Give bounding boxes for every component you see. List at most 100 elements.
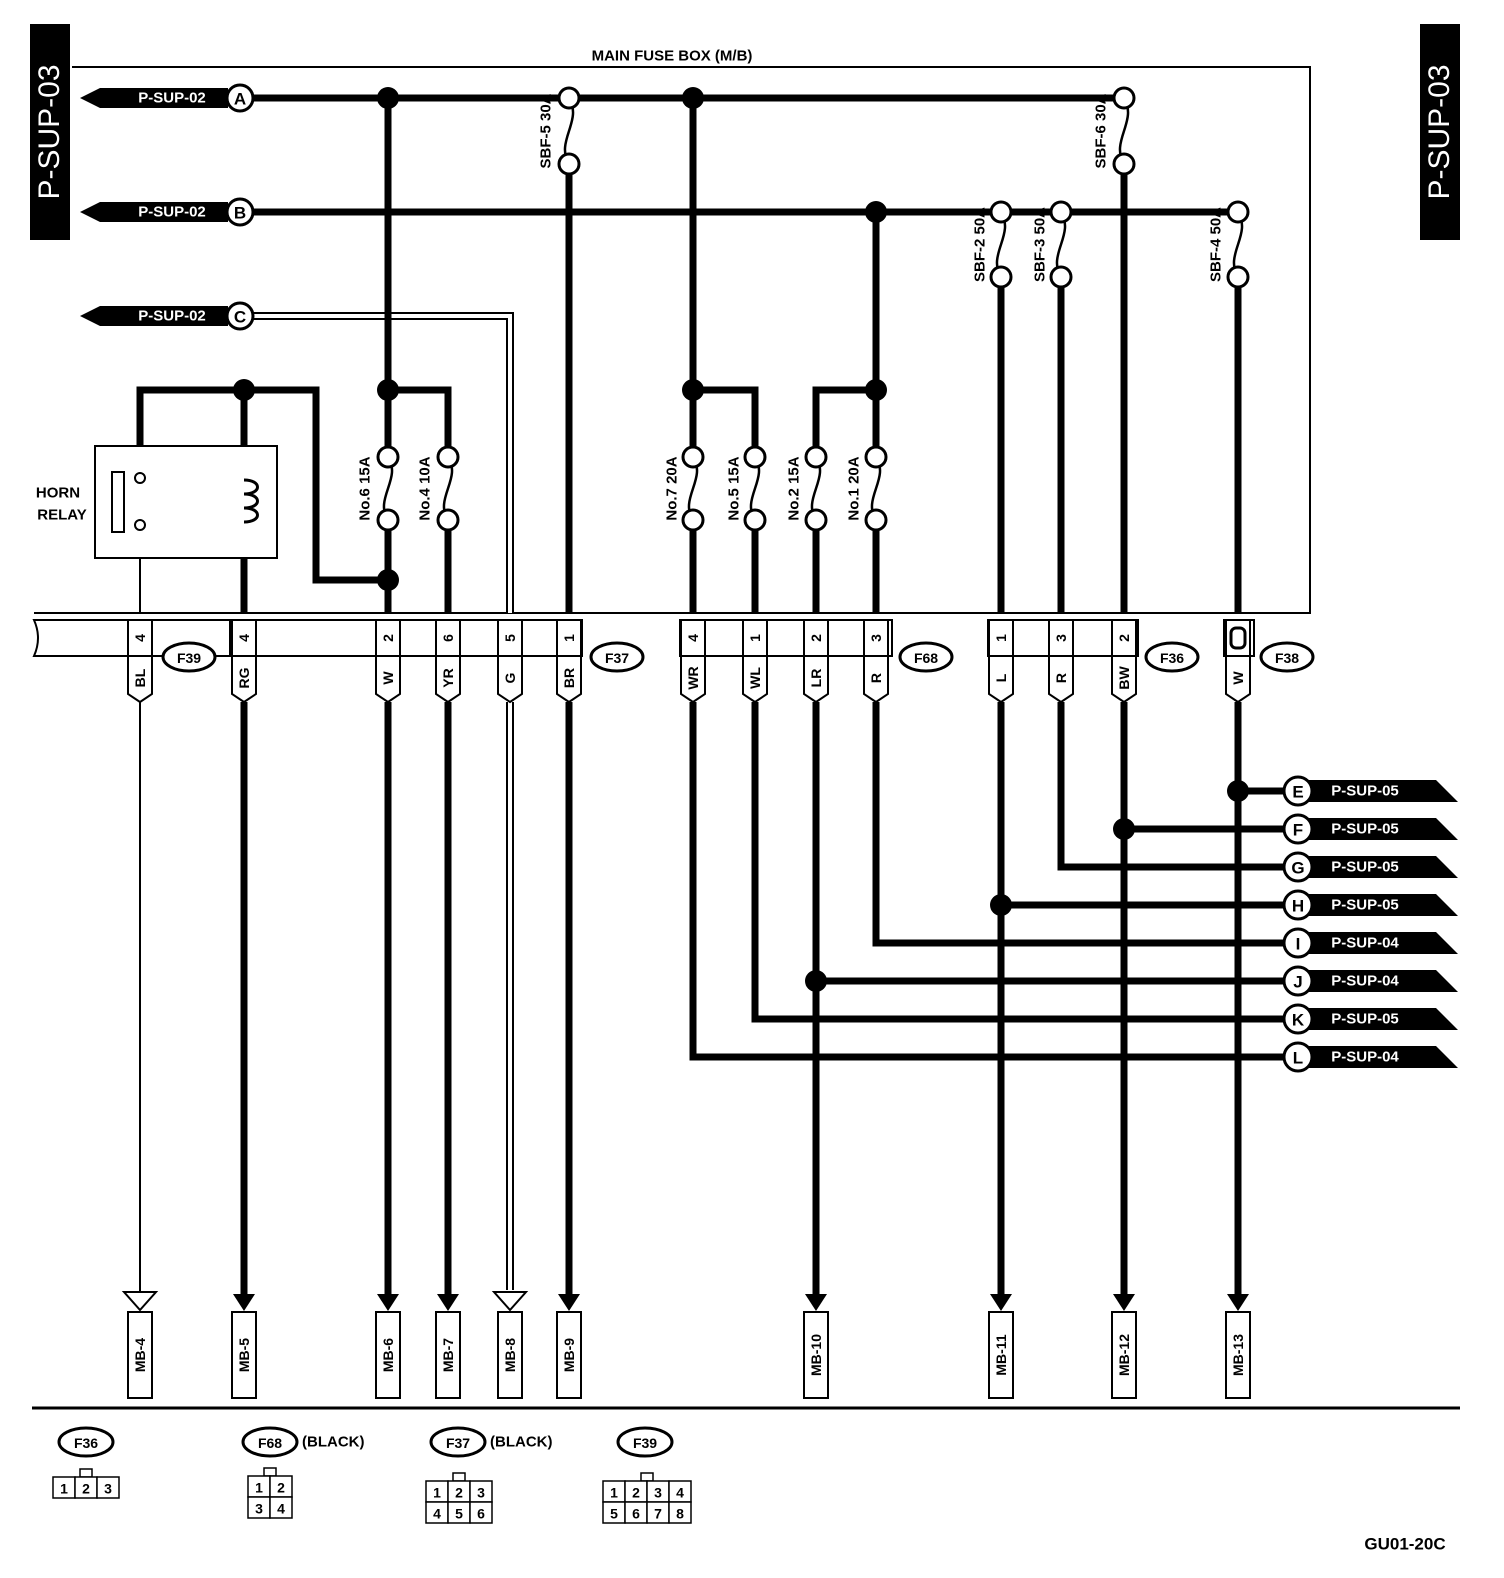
mb-tag bbox=[1111, 1311, 1137, 1399]
relay-contact-bar bbox=[111, 471, 125, 533]
legend-key-tab bbox=[452, 1472, 466, 1482]
junction-node bbox=[865, 201, 887, 223]
wire-color-label: LR bbox=[808, 669, 824, 688]
output-letter-circle bbox=[1282, 851, 1314, 883]
mb-tag bbox=[127, 1311, 153, 1399]
wire-color-label: YR bbox=[440, 668, 456, 687]
wire-color-label: W bbox=[1230, 671, 1246, 685]
terminal-fusible-link bbox=[1229, 626, 1247, 650]
legend-connector-name: F39 bbox=[633, 1435, 657, 1451]
legend-pin-cell bbox=[269, 1496, 293, 1519]
arrow-open bbox=[491, 1291, 529, 1312]
legend-pin-cell bbox=[668, 1501, 692, 1524]
output-arrow bbox=[1298, 894, 1458, 916]
connector-id-oval bbox=[161, 641, 217, 673]
junction-node bbox=[377, 379, 399, 401]
output-letter-circle bbox=[1282, 1041, 1314, 1073]
fuse-label: SBF-4 50A bbox=[1208, 207, 1225, 282]
legend-connector-oval bbox=[616, 1426, 674, 1458]
output-letter: F bbox=[1293, 821, 1303, 840]
input-arrow-c bbox=[80, 306, 228, 326]
terminal-pin-number: 1 bbox=[993, 634, 1009, 642]
wire-color-label: W bbox=[380, 671, 396, 685]
fuse-label: SBF-3 50A bbox=[1032, 207, 1049, 282]
legend-pin-number: 5 bbox=[610, 1506, 618, 1522]
legend-pin-number: 1 bbox=[60, 1481, 68, 1497]
terminal-pin-number: 4 bbox=[132, 634, 148, 642]
wire-color-tag bbox=[863, 655, 889, 704]
terminal-pin-number: 2 bbox=[380, 634, 396, 642]
junction-node bbox=[865, 379, 887, 401]
terminal-pin-number: 2 bbox=[808, 634, 824, 642]
arrow-filled bbox=[233, 1294, 255, 1311]
fuse-label: No.5 15A bbox=[726, 456, 743, 520]
output-letter: L bbox=[1293, 1049, 1303, 1068]
fuse-terminal bbox=[376, 445, 400, 469]
legend-pin-number: 3 bbox=[477, 1485, 485, 1501]
legend-key-tab bbox=[640, 1472, 654, 1482]
relay-contact bbox=[134, 519, 146, 531]
legend-key-tab bbox=[79, 1468, 93, 1478]
legend-pin-number: 8 bbox=[676, 1506, 684, 1522]
fuse-label: No.4 10A bbox=[417, 456, 434, 520]
wire-yr bbox=[388, 386, 452, 613]
legend-connector-note: (BLACK) bbox=[490, 1434, 552, 1451]
legend-pin-number: 5 bbox=[455, 1506, 463, 1522]
mb-tag bbox=[556, 1311, 582, 1399]
branch-k bbox=[751, 702, 1286, 1023]
output-ref-label: P-SUP-04 bbox=[1331, 1049, 1399, 1066]
fuse-terminal bbox=[743, 445, 767, 469]
output-letter-circle bbox=[1282, 813, 1314, 845]
fuse-label: No.2 15A bbox=[786, 456, 803, 520]
output-letter-circle bbox=[1282, 1003, 1314, 1035]
wire-wl bbox=[693, 386, 759, 613]
relay-coil bbox=[243, 478, 259, 524]
arrow-filled bbox=[558, 1294, 580, 1311]
output-ref-label: P-SUP-05 bbox=[1331, 897, 1399, 914]
mb-tag bbox=[375, 1311, 401, 1399]
wire-color-tag bbox=[497, 655, 523, 704]
fuse-terminal bbox=[989, 265, 1013, 289]
connector-id-label: F36 bbox=[1160, 650, 1184, 666]
arrow-filled bbox=[437, 1294, 459, 1311]
input-arrow-a bbox=[80, 88, 228, 108]
fuse-terminal bbox=[743, 508, 767, 532]
legend-pin-number: 4 bbox=[433, 1506, 441, 1522]
input-letter-circle bbox=[225, 83, 255, 113]
wire-relay-contact bbox=[136, 386, 388, 584]
output-arrow bbox=[1298, 1008, 1458, 1030]
junction-node bbox=[1113, 818, 1135, 840]
connector-id-oval bbox=[1259, 641, 1315, 673]
junction-node bbox=[990, 894, 1012, 916]
output-letter-circle bbox=[1282, 775, 1314, 807]
wires bbox=[34, 66, 1311, 1312]
mb-tag bbox=[1225, 1311, 1251, 1399]
terminal-pin-box bbox=[863, 619, 889, 657]
input-ref-label: P-SUP-02 bbox=[138, 204, 206, 221]
junction-node bbox=[233, 379, 255, 401]
mb-label: MB-6 bbox=[380, 1338, 396, 1372]
output-arrow bbox=[1298, 970, 1458, 992]
wire-color-tag bbox=[375, 655, 401, 704]
wire-color-tag bbox=[680, 655, 706, 704]
output-ref-label: P-SUP-04 bbox=[1331, 973, 1399, 990]
legend-connector-oval bbox=[429, 1426, 487, 1458]
page-tab-left: P-SUP-03 bbox=[30, 24, 70, 240]
legend-pin-number: 2 bbox=[82, 1481, 90, 1497]
fuse-terminal bbox=[436, 508, 460, 532]
legend-connector-oval bbox=[241, 1426, 299, 1458]
connector-id-label: F37 bbox=[605, 650, 629, 666]
fuse-terminal bbox=[1049, 200, 1073, 224]
arrow-filled bbox=[990, 1294, 1012, 1311]
connector-id-oval bbox=[1144, 641, 1200, 673]
fuse-terminal bbox=[376, 508, 400, 532]
page-tab-right: P-SUP-03 bbox=[1420, 24, 1460, 240]
horn-relay-box bbox=[94, 445, 278, 559]
output-ref-label: P-SUP-05 bbox=[1331, 1011, 1399, 1028]
legend-pin-cell bbox=[469, 1501, 493, 1524]
fuse-terminal bbox=[1226, 265, 1250, 289]
junction-node bbox=[682, 379, 704, 401]
output-letter: H bbox=[1292, 897, 1304, 916]
